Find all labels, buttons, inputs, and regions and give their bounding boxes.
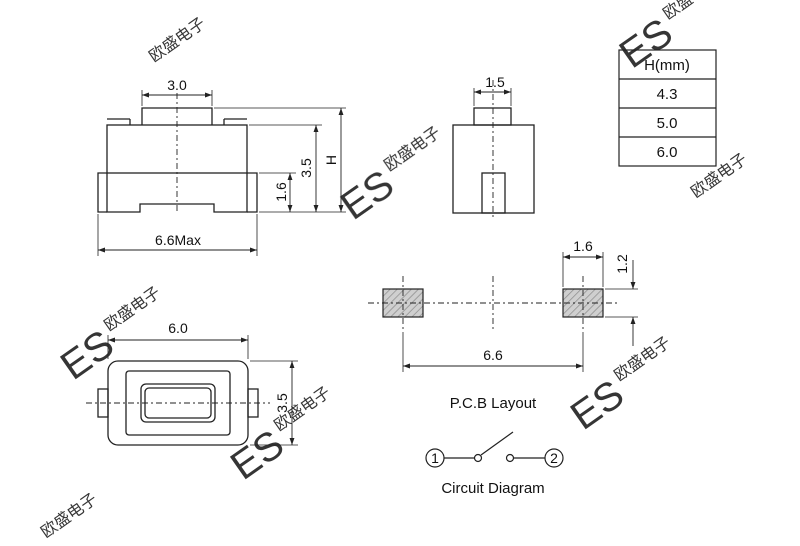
terminal-2-circle (544, 448, 564, 468)
terminal-2-label: 2 (550, 450, 558, 466)
table-cell: 5.0 (657, 115, 678, 132)
dim-label-body-length: 6.0 (168, 320, 188, 336)
watermark-chinese: 欧盛电子 (101, 283, 164, 334)
circuit-diagram-caption: Circuit Diagram (441, 480, 544, 497)
dim-label-actuator-width: 1.5 (485, 74, 505, 90)
dim-label-overall-width: 6.6Max (155, 232, 201, 248)
circuit-diagram (425, 431, 564, 468)
terminal-right (247, 172, 258, 213)
watermark-chinese: 欧盛电子 (146, 14, 209, 65)
pcb-layout (368, 252, 638, 372)
dim-label-h: H (323, 155, 339, 165)
table-header: H(mm) (644, 57, 690, 74)
switch-lever (480, 431, 514, 456)
dim-label-pad-width: 1.2 (614, 254, 630, 274)
top-view (86, 335, 298, 446)
watermark-chinese: 欧盛电子 (381, 123, 444, 174)
end-terminal-slot (481, 172, 506, 214)
dim-label-pad-pitch: 6.6 (483, 347, 503, 363)
watermark-chinese: 欧盛电子 (688, 150, 751, 201)
table-cell: 6.0 (657, 144, 678, 161)
base-outline (106, 173, 248, 213)
watermark: ES 欧盛电子 ES 欧盛电子 ES 欧盛电子 ES 欧盛电子 ES 欧盛电子 … (38, 0, 751, 541)
dim-label-base-height: 1.6 (273, 182, 289, 202)
end-view (452, 80, 535, 220)
watermark-chinese: 欧盛电子 (660, 0, 723, 23)
side-view (97, 90, 346, 256)
terminal-1-label: 1 (431, 450, 439, 466)
dim-label-body-width: 3.5 (274, 393, 290, 413)
dim-label-pad-length: 1.6 (573, 238, 593, 254)
table-cell: 4.3 (657, 86, 678, 103)
terminal-left (97, 172, 107, 213)
contact (473, 453, 483, 463)
dim-label-top-width: 3.0 (167, 77, 187, 93)
dim-label-total-height: 3.5 (298, 158, 314, 178)
end-actuator (473, 107, 512, 126)
contact (505, 453, 515, 463)
height-table (618, 49, 717, 167)
end-body (452, 124, 535, 214)
watermark-chinese: 欧盛电子 (38, 490, 101, 541)
pcb-layout-caption: P.C.B Layout (450, 395, 537, 412)
top-terminal-left (97, 388, 109, 418)
watermark-chinese: 欧盛电子 (611, 333, 674, 384)
